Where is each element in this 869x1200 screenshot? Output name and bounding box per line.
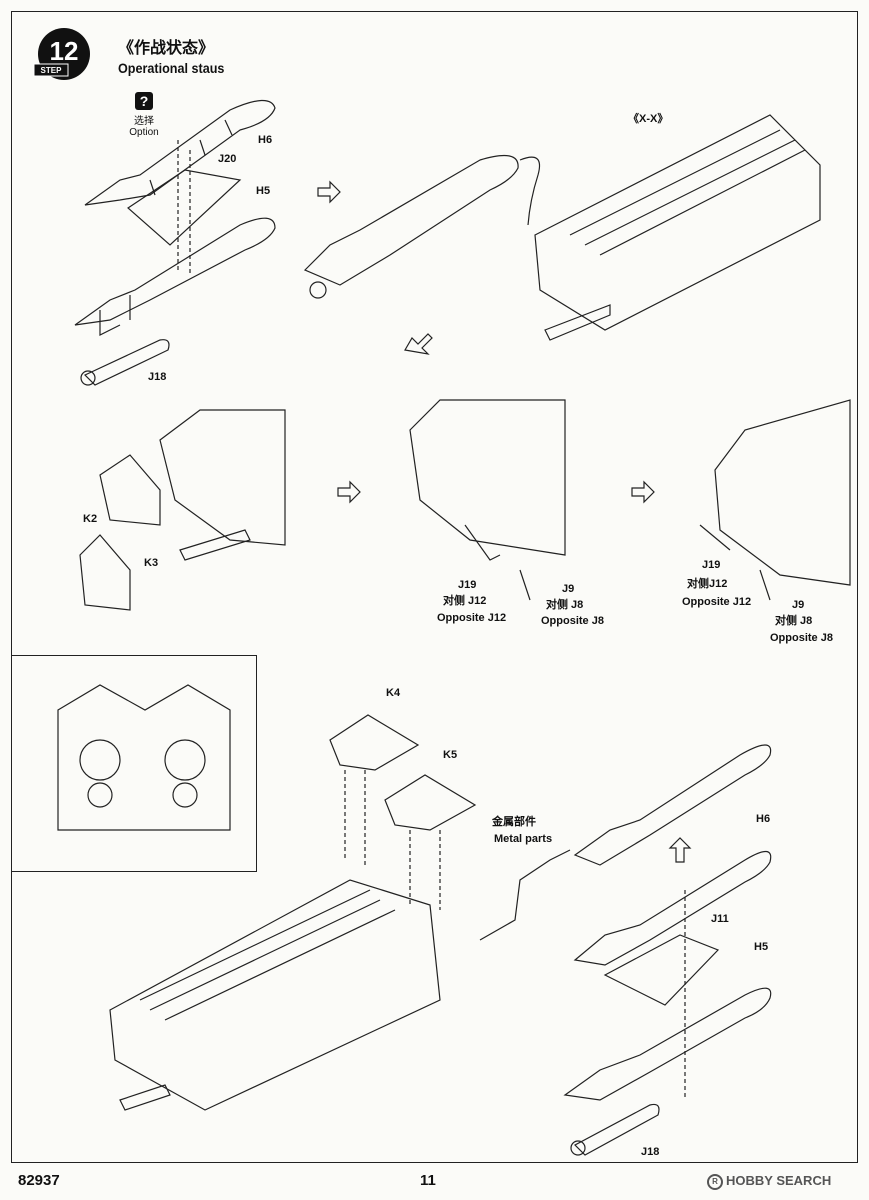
label-h5-top: H5 — [256, 185, 271, 197]
arrow-down-left-icon — [404, 333, 433, 355]
label-j18-top: J18 — [148, 371, 167, 383]
kit-number: 82937 — [18, 1172, 60, 1189]
missile-h6-bottom — [573, 744, 772, 866]
guide-lines-caps — [344, 770, 441, 910]
part-j20 — [127, 169, 242, 246]
label-xx: 《X-X》 — [628, 113, 669, 125]
arrow-right-icon — [631, 480, 655, 504]
missile-h5-bottom — [563, 987, 772, 1101]
missile-h5-top — [74, 217, 276, 336]
arrow-up-icon — [668, 837, 692, 863]
question-icon: ? — [135, 92, 153, 110]
arrow-right-icon — [337, 480, 361, 504]
launcher-end-final — [699, 399, 851, 601]
option-marker: ? 选择 Option — [122, 92, 166, 138]
label-j12-en-a: Opposite J12 — [437, 612, 507, 624]
front-view-inset — [11, 655, 257, 872]
label-j9-b: J9 — [792, 599, 805, 611]
page-number: 11 — [420, 1172, 436, 1189]
label-j19-b: J19 — [702, 559, 721, 571]
label-metal-zh: 金属部件 — [492, 816, 536, 828]
launcher-assembled — [109, 879, 441, 1111]
cap-k5 — [384, 774, 477, 831]
label-j12-zh-b: 对侧J12 — [687, 578, 728, 590]
label-j18-bottom: J18 — [641, 1146, 660, 1158]
label-j19-a: J19 — [458, 579, 477, 591]
watermark-text: HOBBY SEARCH — [726, 1173, 832, 1188]
label-k3: K3 — [144, 557, 159, 569]
missile-h6-lower — [573, 850, 772, 966]
label-j8-en-a: Opposite J8 — [541, 615, 604, 627]
option-en: Option — [129, 127, 159, 138]
label-h5-bottom: H5 — [754, 941, 769, 953]
missile-assembled — [303, 154, 541, 299]
label-j8-en-b: Opposite J8 — [770, 632, 833, 644]
part-j18-top — [80, 339, 170, 386]
label-j12-en-b: Opposite J12 — [682, 596, 752, 608]
launcher-end-k2-k3 — [79, 409, 286, 611]
label-j8-zh-b: 对侧 J8 — [775, 615, 813, 627]
part-j18-bottom — [570, 1103, 660, 1156]
step-number: 12 — [50, 36, 79, 66]
step-title-en: Operational staus — [118, 60, 225, 76]
option-zh: 选择 — [134, 116, 154, 127]
label-k4: K4 — [386, 687, 401, 699]
missile-h6-top — [84, 99, 276, 206]
cap-k4 — [329, 714, 420, 771]
label-k5: K5 — [443, 749, 458, 761]
launcher-end-j19-j9 — [409, 399, 566, 601]
label-h6-bottom: H6 — [756, 813, 771, 825]
label-k2: K2 — [83, 513, 98, 525]
step-badge: 12 STEP — [33, 28, 90, 80]
label-j20: J20 — [218, 153, 237, 165]
metal-rod — [479, 849, 571, 941]
watermark-mark: R — [707, 1173, 723, 1190]
page-frame — [11, 11, 858, 1163]
launcher-xx — [534, 114, 821, 341]
step-title-zh: 《作战状态》 — [118, 40, 215, 57]
label-j11: J11 — [711, 913, 729, 925]
part-j11 — [603, 934, 720, 1006]
guide-lines-top — [177, 140, 191, 275]
label-metal-en: Metal parts — [494, 833, 553, 845]
launcher-front-view — [57, 684, 231, 831]
label-j12-zh-a: 对侧 J12 — [443, 595, 487, 607]
label-h6-top: H6 — [258, 134, 273, 146]
label-j8-zh-a: 对侧 J8 — [546, 599, 584, 611]
label-j9-a: J9 — [562, 583, 575, 595]
arrow-right-icon — [317, 180, 341, 204]
step-word: STEP — [41, 66, 63, 75]
